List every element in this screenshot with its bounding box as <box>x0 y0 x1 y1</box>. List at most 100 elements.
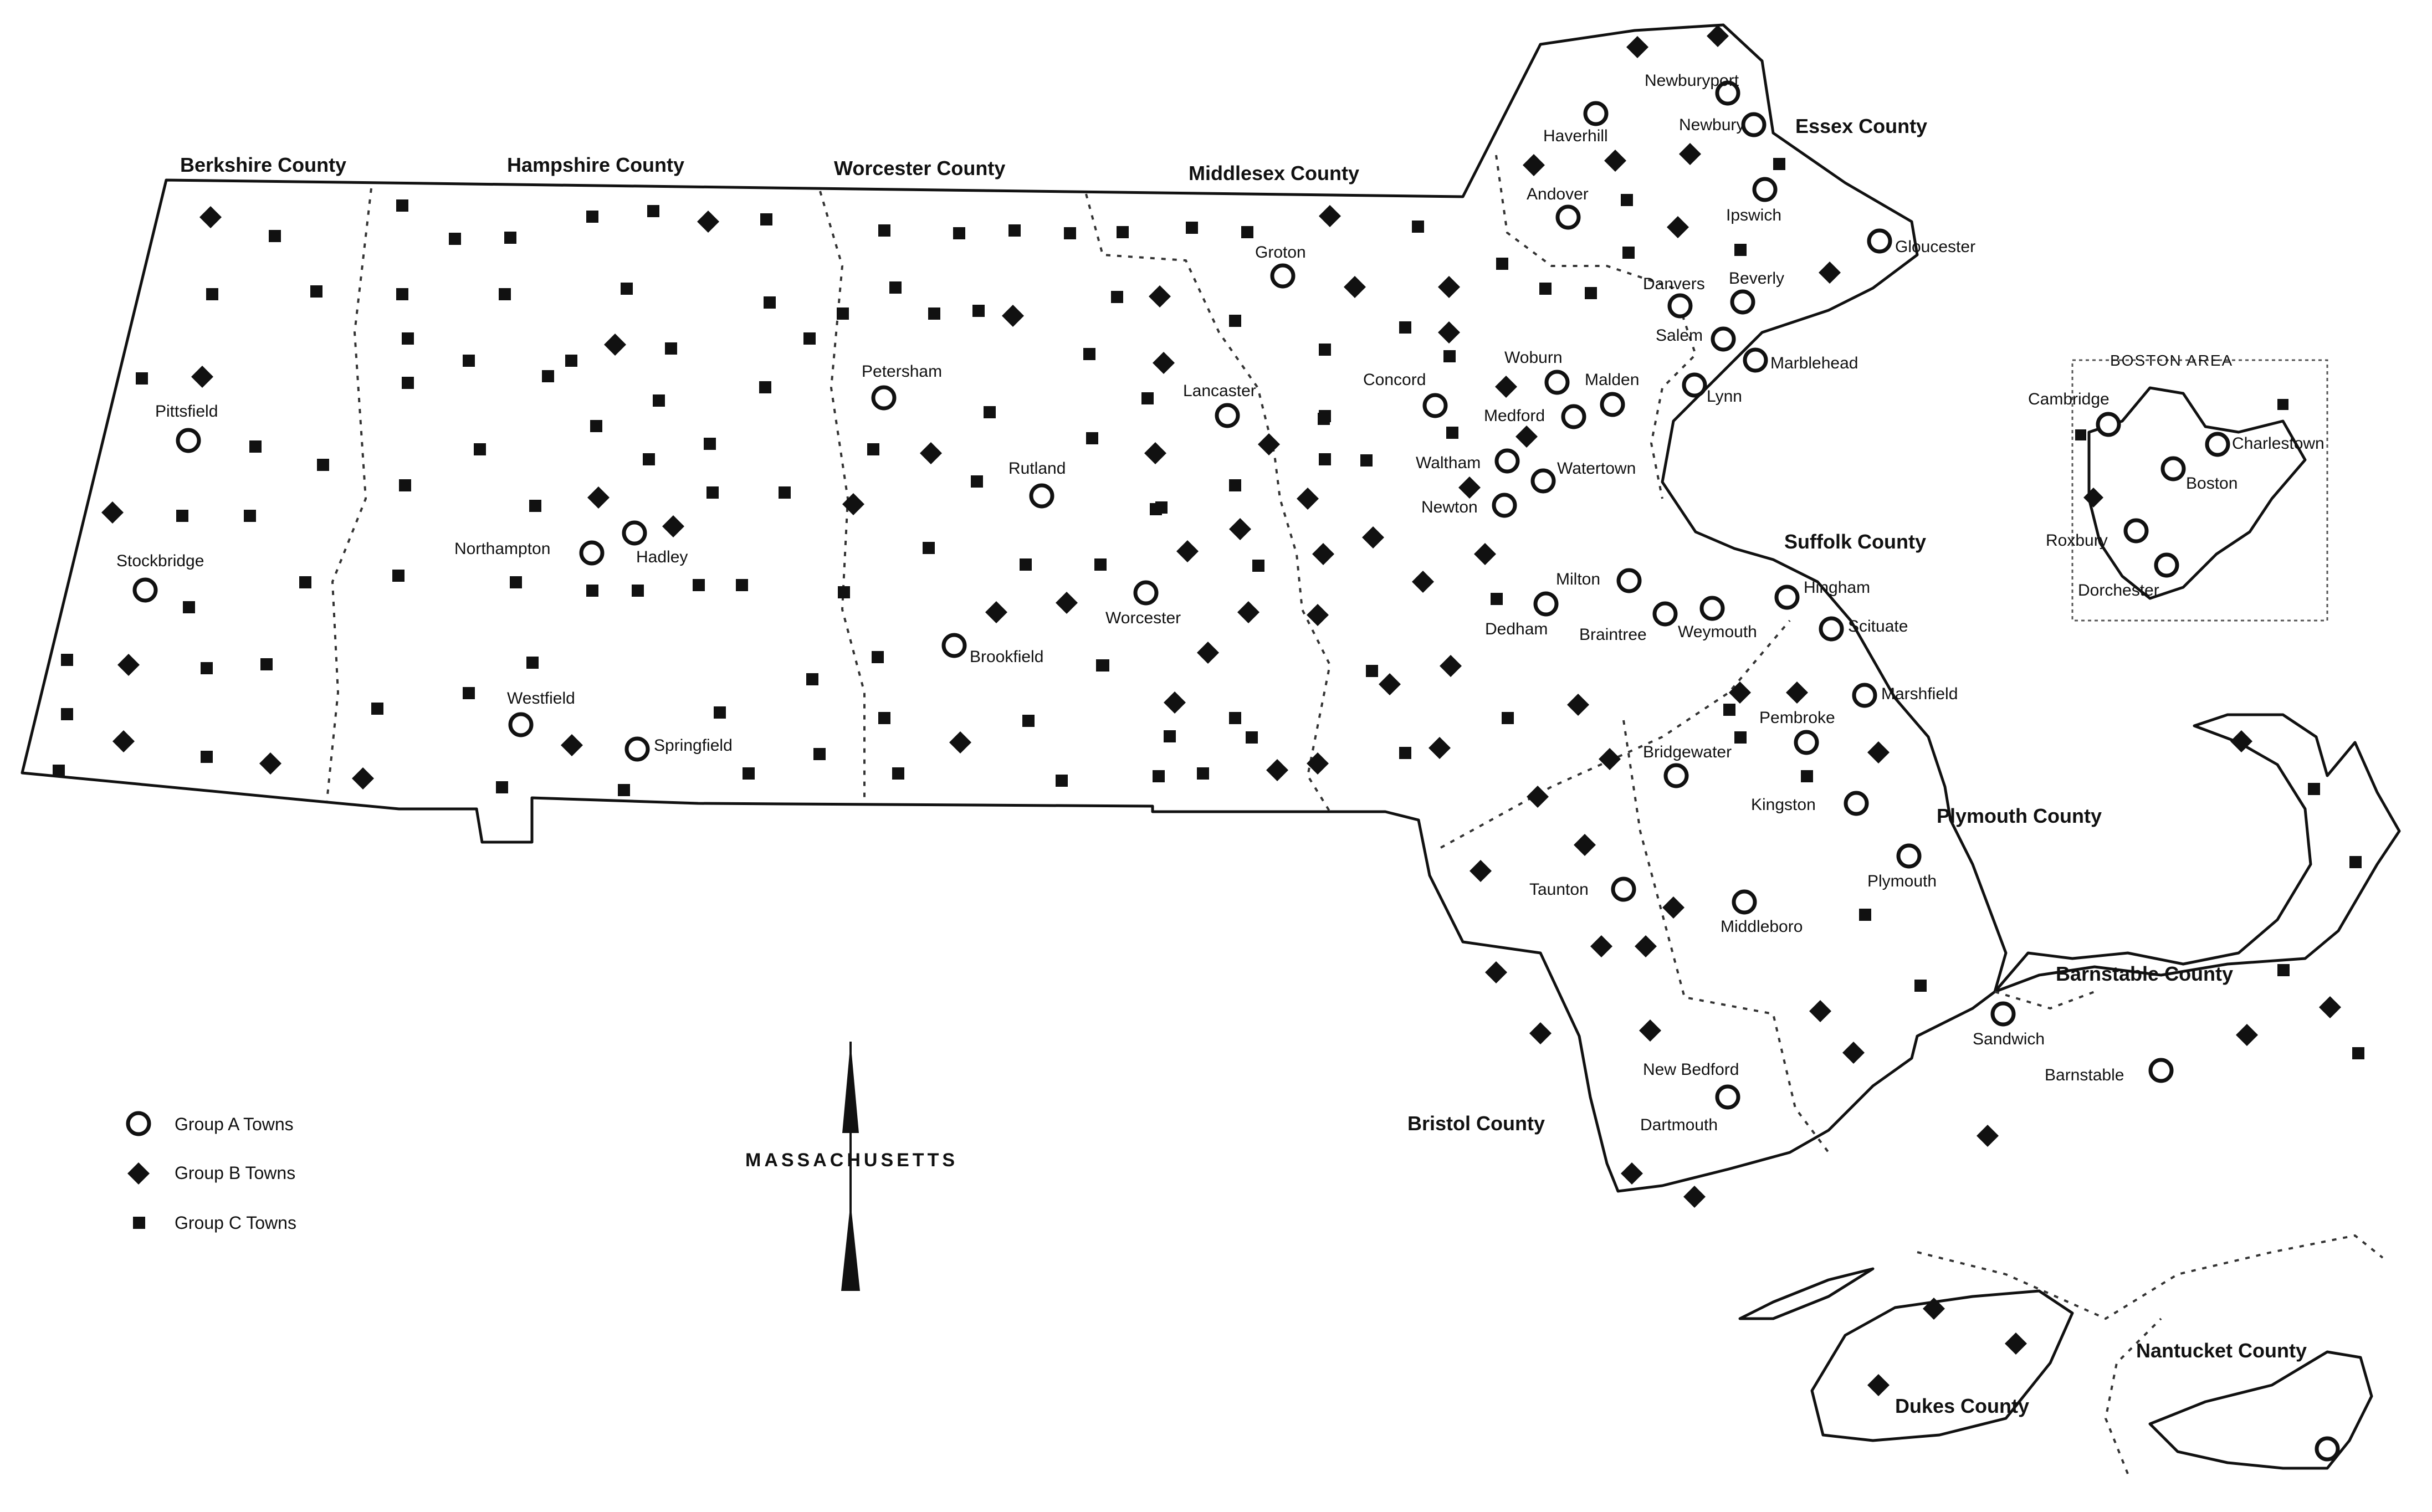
group-c-marker <box>764 296 776 309</box>
town-label-dorchester: Dorchester <box>2078 581 2159 599</box>
group-b-marker <box>2236 1024 2258 1046</box>
group-c-marker <box>310 285 322 298</box>
legend-label-group-b: Group B Towns <box>175 1163 295 1183</box>
town-marker-watertown <box>1530 468 1556 494</box>
group-c-marker <box>392 570 405 582</box>
town-marker-groton <box>1270 263 1296 289</box>
group-c-marker <box>299 576 311 588</box>
group-c-marker <box>1723 704 1735 716</box>
group-b-marker <box>1258 433 1280 455</box>
town-marker-rutland <box>1029 483 1054 509</box>
group-b-marker <box>1667 216 1689 238</box>
group-c-marker <box>260 658 273 670</box>
legend-label-group-c: Group C Towns <box>175 1213 296 1233</box>
group-c-marker <box>529 500 541 512</box>
group-c-marker <box>1155 501 1168 514</box>
town-label-cambridge: Cambridge <box>2028 390 2110 408</box>
group-b-marker <box>1266 759 1288 781</box>
town-label-waltham: Waltham <box>1416 454 1481 472</box>
county-label-nantucket: Nantucket County <box>2136 1339 2307 1362</box>
group-c-marker <box>867 443 879 455</box>
group-c-marker <box>1229 315 1241 327</box>
group-c-marker <box>953 227 965 239</box>
group-b-marker <box>101 501 124 524</box>
town-marker-charlestown <box>2205 432 2230 457</box>
town-label-gloucester: Gloucester <box>1895 238 1975 256</box>
group-c-marker <box>1622 247 1635 259</box>
group-c-marker <box>714 706 726 719</box>
county-line-hampshire-worcester <box>819 191 866 803</box>
group-c-marker <box>586 585 598 597</box>
town-marker-taunton <box>1611 877 1636 902</box>
town-marker-brookfield <box>941 633 967 658</box>
group-c-marker <box>693 579 705 591</box>
town-label-boston: Boston <box>2186 474 2238 493</box>
town-marker-bridgewater <box>1663 763 1689 788</box>
group-c-marker <box>2349 856 2362 868</box>
inset-coastline <box>2087 386 2307 600</box>
town-label-dartmouth: Dartmouth <box>1640 1116 1718 1134</box>
group-b-marker <box>117 654 140 676</box>
county-line-middlesex-essex <box>1495 155 1697 499</box>
group-b-marker <box>1729 681 1751 704</box>
group-b-marker <box>1312 543 1334 565</box>
group-c-marker <box>1064 227 1076 239</box>
group-b-marker <box>1495 376 1517 398</box>
group-b-marker <box>1344 276 1366 298</box>
town-marker-waltham <box>1494 448 1520 474</box>
county-label-plymouth: Plymouth County <box>1937 804 2102 827</box>
group-c-marker <box>590 420 602 432</box>
town-label-plymouth: Plymouth <box>1867 872 1937 890</box>
group-b-marker <box>1176 540 1199 562</box>
town-marker-hadley <box>622 520 647 546</box>
group-b-marker <box>842 493 864 515</box>
group-b-marker <box>2005 1332 2027 1355</box>
county-label-worcester: Worcester County <box>834 157 1005 180</box>
group-c-marker <box>542 370 554 382</box>
legend-symbol-group-a <box>126 1111 151 1136</box>
town-label-springfield: Springfield <box>654 736 733 755</box>
group-c-marker <box>1491 593 1503 605</box>
group-c-marker <box>269 230 281 242</box>
town-label-beverly: Beverly <box>1729 269 1784 288</box>
town-marker-milton <box>1616 568 1642 593</box>
town-label-new-bedford: New Bedford <box>1643 1060 1739 1079</box>
group-b-marker <box>1297 488 1319 510</box>
group-c-marker <box>743 767 755 780</box>
group-c-marker <box>736 579 748 591</box>
boston-area-inset: BOSTON AREA Cambridge Charlestown Boston… <box>2028 352 2328 622</box>
town-marker-kingston <box>1844 791 1869 816</box>
group-c-marker <box>2308 783 2320 795</box>
town-marker-boston <box>2160 456 2186 481</box>
group-b-marker <box>1470 860 1492 882</box>
town-label-lynn: Lynn <box>1707 387 1742 406</box>
group-c-marker <box>1502 712 1514 724</box>
county-line-plymouth-barnstable <box>1994 991 2095 1010</box>
group-c-marker <box>402 332 414 345</box>
group-c-marker <box>201 662 213 674</box>
group-c-marker <box>463 687 475 699</box>
group-c-marker <box>1319 410 1331 422</box>
legend-symbol-group-c <box>133 1217 145 1229</box>
group-c-marker <box>872 651 884 663</box>
group-b-marker <box>587 486 610 509</box>
town-marker-ipswich <box>1752 177 1778 202</box>
group-c-marker <box>1229 479 1241 491</box>
group-c-marker <box>206 288 218 300</box>
group-c-marker <box>1056 775 1068 787</box>
group-b-marker <box>1307 604 1329 626</box>
group-b-marker <box>1056 592 1078 614</box>
group-b-marker <box>697 211 719 233</box>
group-c-marker <box>399 479 411 491</box>
town-marker-stockbridge <box>132 577 158 603</box>
group-b-marker <box>1567 694 1589 716</box>
group-c-marker <box>2277 399 2288 410</box>
group-c-marker <box>61 654 73 666</box>
town-marker-plymouth <box>1896 843 1922 869</box>
group-b-marker <box>1197 642 1219 664</box>
county-label-hampshire: Hampshire County <box>507 153 684 176</box>
town-marker-worcester <box>1133 580 1159 606</box>
group-c-marker <box>1164 730 1176 742</box>
group-b-marker <box>1362 526 1384 549</box>
group-b-towns <box>101 25 2341 1396</box>
